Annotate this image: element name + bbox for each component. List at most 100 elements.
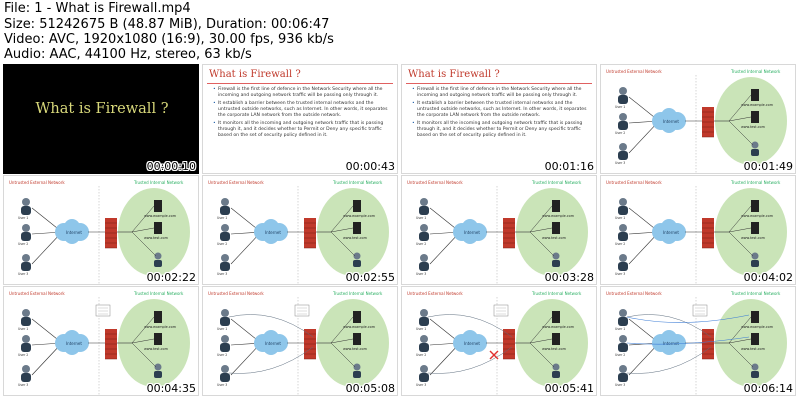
timestamp-label: 00:04:35 bbox=[146, 382, 196, 395]
server-icon bbox=[353, 222, 361, 234]
user-figure bbox=[419, 335, 429, 352]
policy-note bbox=[294, 304, 310, 317]
untrusted-network-label: Untrusted External Network bbox=[606, 69, 662, 74]
user-label: User 3 bbox=[217, 272, 227, 276]
user-figure bbox=[220, 198, 230, 215]
server-link bbox=[728, 94, 752, 122]
user-figure bbox=[21, 365, 31, 382]
internal-user-figure bbox=[154, 363, 162, 378]
firewall-icon bbox=[702, 107, 714, 138]
trusted-network-label: Trusted Internal Network bbox=[730, 69, 781, 74]
untrusted-network-label: Untrusted External Network bbox=[606, 180, 662, 185]
user-label: User 3 bbox=[18, 383, 28, 387]
server-link bbox=[529, 316, 553, 344]
title-divider bbox=[207, 83, 393, 84]
server-label: www.test.com bbox=[741, 125, 766, 129]
server-icon bbox=[751, 222, 759, 234]
internal-user-figure bbox=[552, 252, 560, 267]
timestamp-label: 00:02:55 bbox=[345, 271, 395, 284]
server-link bbox=[529, 338, 553, 344]
untrusted-network-label: Untrusted External Network bbox=[208, 291, 264, 296]
internet-label: Internet bbox=[66, 341, 82, 346]
user-label: User 1 bbox=[615, 216, 625, 220]
network-diagram: Untrusted External Network Trusted Intern… bbox=[606, 180, 787, 284]
internet-label: Internet bbox=[464, 341, 480, 346]
video-thumbnail: What is Firewall ?00:00:10 bbox=[3, 64, 199, 174]
untrusted-network-label: Untrusted External Network bbox=[9, 180, 65, 185]
network-diagram: Untrusted External Network Trusted Intern… bbox=[606, 69, 787, 173]
internet-cloud bbox=[652, 108, 686, 133]
firewall-icon bbox=[503, 218, 515, 249]
server-label: www.test.com bbox=[343, 347, 368, 351]
user-label: User 2 bbox=[217, 353, 227, 357]
user-label: User 2 bbox=[416, 242, 426, 246]
untrusted-network-label: Untrusted External Network bbox=[407, 180, 463, 185]
internal-user-link bbox=[529, 231, 555, 257]
server-label: www.example.com bbox=[542, 325, 575, 329]
server-icon bbox=[353, 311, 361, 323]
server-link bbox=[330, 338, 354, 344]
server-link bbox=[728, 227, 752, 233]
server-label: www.example.com bbox=[343, 214, 376, 218]
internet-label: Internet bbox=[663, 341, 679, 346]
user-label: User 2 bbox=[217, 242, 227, 246]
bullet-item: It establish a barrier between the trust… bbox=[412, 101, 592, 119]
server-label: www.test.com bbox=[343, 236, 368, 240]
user-label: User 1 bbox=[416, 327, 426, 331]
firewall-icon bbox=[105, 329, 117, 360]
trusted-network-label: Trusted Internal Network bbox=[133, 180, 184, 185]
bullet-item: It monitors all the incoming and outgoin… bbox=[213, 121, 393, 139]
internal-user-link bbox=[529, 342, 555, 368]
server-link bbox=[728, 205, 752, 233]
traffic-path bbox=[427, 314, 513, 338]
traffic-path bbox=[626, 314, 712, 338]
server-label: www.test.com bbox=[542, 347, 567, 351]
internet-cloud bbox=[453, 330, 487, 355]
user-label: User 1 bbox=[18, 327, 28, 331]
server-icon bbox=[751, 200, 759, 212]
user-figure bbox=[419, 254, 429, 271]
user-label: User 2 bbox=[18, 242, 28, 246]
slide-title: What is Firewall ? bbox=[408, 69, 500, 80]
user-figure bbox=[618, 224, 628, 241]
file-name-line: File: 1 - What is Firewall.mp4 bbox=[4, 1, 191, 16]
user-figure bbox=[618, 309, 628, 326]
user-label: User 3 bbox=[217, 383, 227, 387]
trusted-network-label: Trusted Internal Network bbox=[730, 180, 781, 185]
timestamp-label: 00:05:41 bbox=[544, 382, 594, 395]
internet-label: Internet bbox=[464, 230, 480, 235]
bullet-list: Firewall is the first line of defence in… bbox=[213, 87, 393, 141]
bullet-item: It monitors all the incoming and outgoin… bbox=[412, 121, 592, 139]
video-thumbnail: What is Firewall ?Firewall is the first … bbox=[401, 64, 597, 174]
internal-user-figure bbox=[353, 252, 361, 267]
server-icon bbox=[552, 200, 560, 212]
video-thumbnail: Untrusted External Network Trusted Intern… bbox=[3, 175, 199, 285]
server-label: www.example.com bbox=[741, 325, 774, 329]
internal-user-link bbox=[131, 231, 157, 257]
user-figure bbox=[220, 224, 230, 241]
user-label: User 2 bbox=[615, 131, 625, 135]
server-label: www.test.com bbox=[741, 236, 766, 240]
timestamp-label: 00:01:16 bbox=[544, 160, 594, 173]
internet-label: Internet bbox=[265, 341, 281, 346]
timestamp-label: 00:03:28 bbox=[544, 271, 594, 284]
server-icon bbox=[154, 333, 162, 345]
untrusted-network-label: Untrusted External Network bbox=[606, 291, 662, 296]
internet-label: Internet bbox=[66, 230, 82, 235]
server-link bbox=[131, 205, 155, 233]
traffic-path bbox=[626, 314, 750, 323]
internet-cloud bbox=[254, 330, 288, 355]
firewall-icon bbox=[503, 329, 515, 360]
internet-cloud bbox=[453, 219, 487, 244]
user-label: User 2 bbox=[615, 242, 625, 246]
user-figure bbox=[21, 335, 31, 352]
server-icon bbox=[751, 311, 759, 323]
user-figure bbox=[618, 143, 628, 160]
internet-cloud bbox=[55, 219, 89, 244]
deny-mark-icon bbox=[489, 350, 499, 360]
